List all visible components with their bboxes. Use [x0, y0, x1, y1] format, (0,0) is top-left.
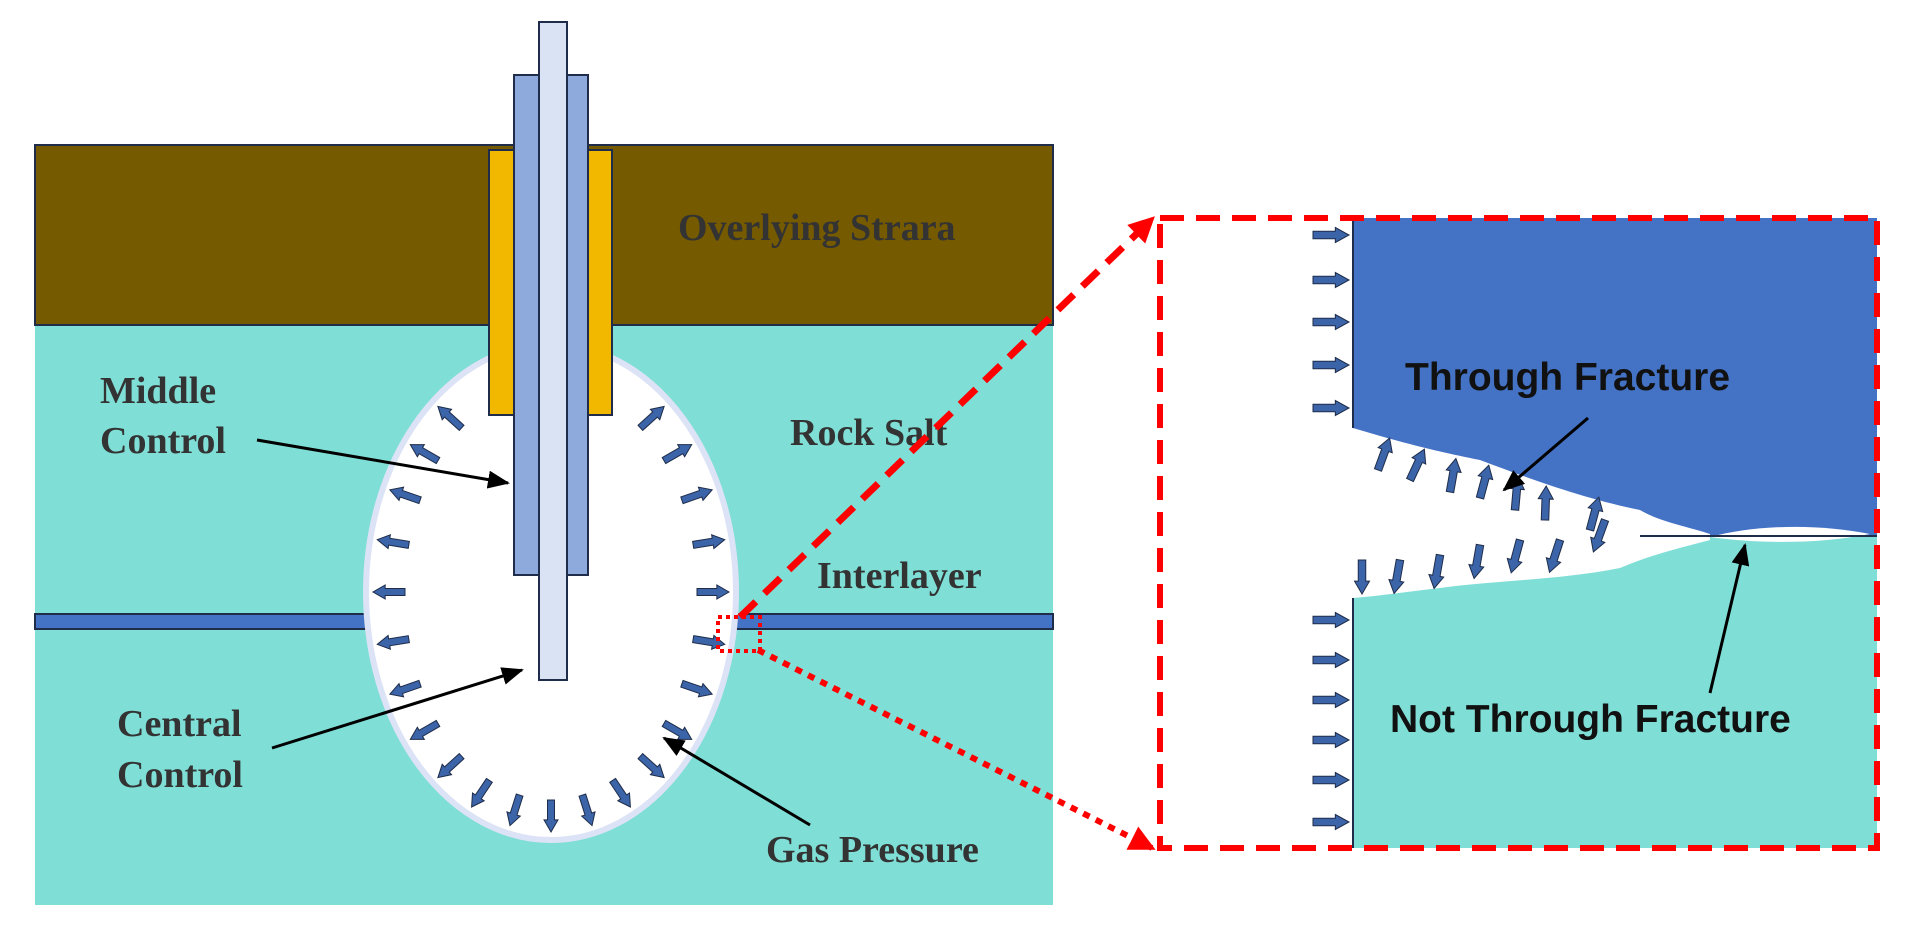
arrow-icon [578, 793, 596, 827]
arrow-icon [1373, 437, 1393, 472]
zoom-source-box [716, 615, 762, 653]
not-through-fracture-pointer [1708, 543, 1750, 694]
arrow-icon [637, 405, 665, 432]
arrow-icon [680, 486, 714, 505]
arrow-icon [409, 719, 441, 740]
gas-pressure-arrows [371, 405, 731, 834]
central-control-pointer [271, 667, 524, 750]
arrow-icon [1428, 553, 1445, 590]
arrow-icon [1353, 559, 1371, 595]
arrow-icon [471, 777, 493, 808]
arrow-icon [1312, 313, 1351, 331]
arrow-icon [1312, 731, 1351, 749]
arrow-icon [1468, 543, 1485, 580]
arrow-icon [1312, 771, 1351, 789]
arrow-icon [437, 405, 465, 432]
middle-control-pointer [256, 438, 510, 489]
middle-control-label-line2: Control [100, 420, 226, 462]
arrow-icon [376, 533, 410, 550]
arrow-icon [1312, 226, 1351, 244]
middle-control-label-line1: Middle [100, 370, 216, 412]
arrow-icon [409, 444, 441, 465]
arrow-icon [1590, 518, 1610, 553]
zoom-line-bottom [756, 647, 1156, 851]
arrow-icon [1312, 271, 1351, 289]
through-fracture-label: Through Fracture [1405, 356, 1730, 399]
arrow-icon [506, 793, 524, 827]
rock-salt-label: Rock Salt [790, 412, 948, 454]
arrow-icon [1475, 464, 1494, 500]
arrow-icon [1312, 813, 1351, 831]
fracture-inset: Through Fracture Not Through Fracture [1157, 215, 1880, 851]
arrow-icon [371, 584, 406, 600]
arrow-icon [1312, 691, 1351, 709]
gas-pressure-label: Gas Pressure [766, 829, 979, 871]
interlayer-label: Interlayer [817, 555, 982, 597]
arrow-icon [543, 799, 559, 834]
zoom-inset-frame [1157, 215, 1880, 851]
arrow-icon [1312, 356, 1351, 374]
zoom-line-top [737, 216, 1155, 620]
overlying-strata-label: Overlying Strara [678, 207, 956, 249]
arrow-icon [1506, 538, 1525, 574]
arrow-icon [1405, 448, 1427, 483]
arrow-icon [696, 584, 731, 600]
arrow-icon [1312, 651, 1351, 669]
arrow-icon [1312, 611, 1351, 629]
gas-pressure-pointer [662, 736, 811, 827]
arrow-icon [1312, 399, 1351, 417]
not-through-fracture-lens [1710, 526, 1870, 542]
arrow-icon [388, 486, 422, 505]
arrow-icon [1585, 496, 1604, 532]
arrow-icon [1545, 538, 1565, 574]
arrow-icon [1388, 558, 1405, 595]
arrow-icon [692, 533, 726, 550]
arrow-icon [637, 752, 665, 779]
arrow-icon [661, 444, 693, 465]
through-fracture-pointer [1502, 416, 1589, 492]
arrow-icon [376, 634, 410, 651]
arrow-icon [609, 777, 631, 808]
inset-pressure-arrows [1312, 226, 1610, 831]
arrow-icon [680, 679, 714, 698]
inset-cavity [1160, 218, 1353, 848]
inset-lower-rock [1353, 536, 1877, 848]
arrow-icon [1445, 457, 1462, 494]
central-control-label-line1: Central [117, 703, 242, 745]
arrow-icon [437, 752, 465, 779]
arrow-icon [388, 679, 422, 698]
central-control-tube [538, 21, 568, 681]
not-through-fracture-label: Not Through Fracture [1390, 698, 1791, 741]
arrow-icon [1537, 485, 1555, 521]
central-control-label-line2: Control [117, 754, 243, 796]
